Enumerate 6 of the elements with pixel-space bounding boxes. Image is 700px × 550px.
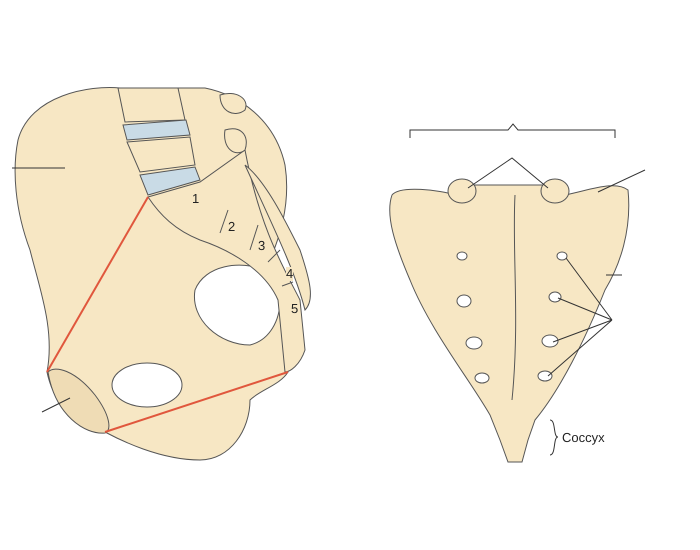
segment-number: 3: [258, 239, 266, 253]
segment-number: 5: [291, 302, 298, 316]
part-label: Coccyx: [562, 431, 605, 445]
segment-number: 4: [286, 267, 294, 281]
segment-number: 1: [192, 192, 200, 206]
segment-number: 2: [228, 220, 236, 234]
